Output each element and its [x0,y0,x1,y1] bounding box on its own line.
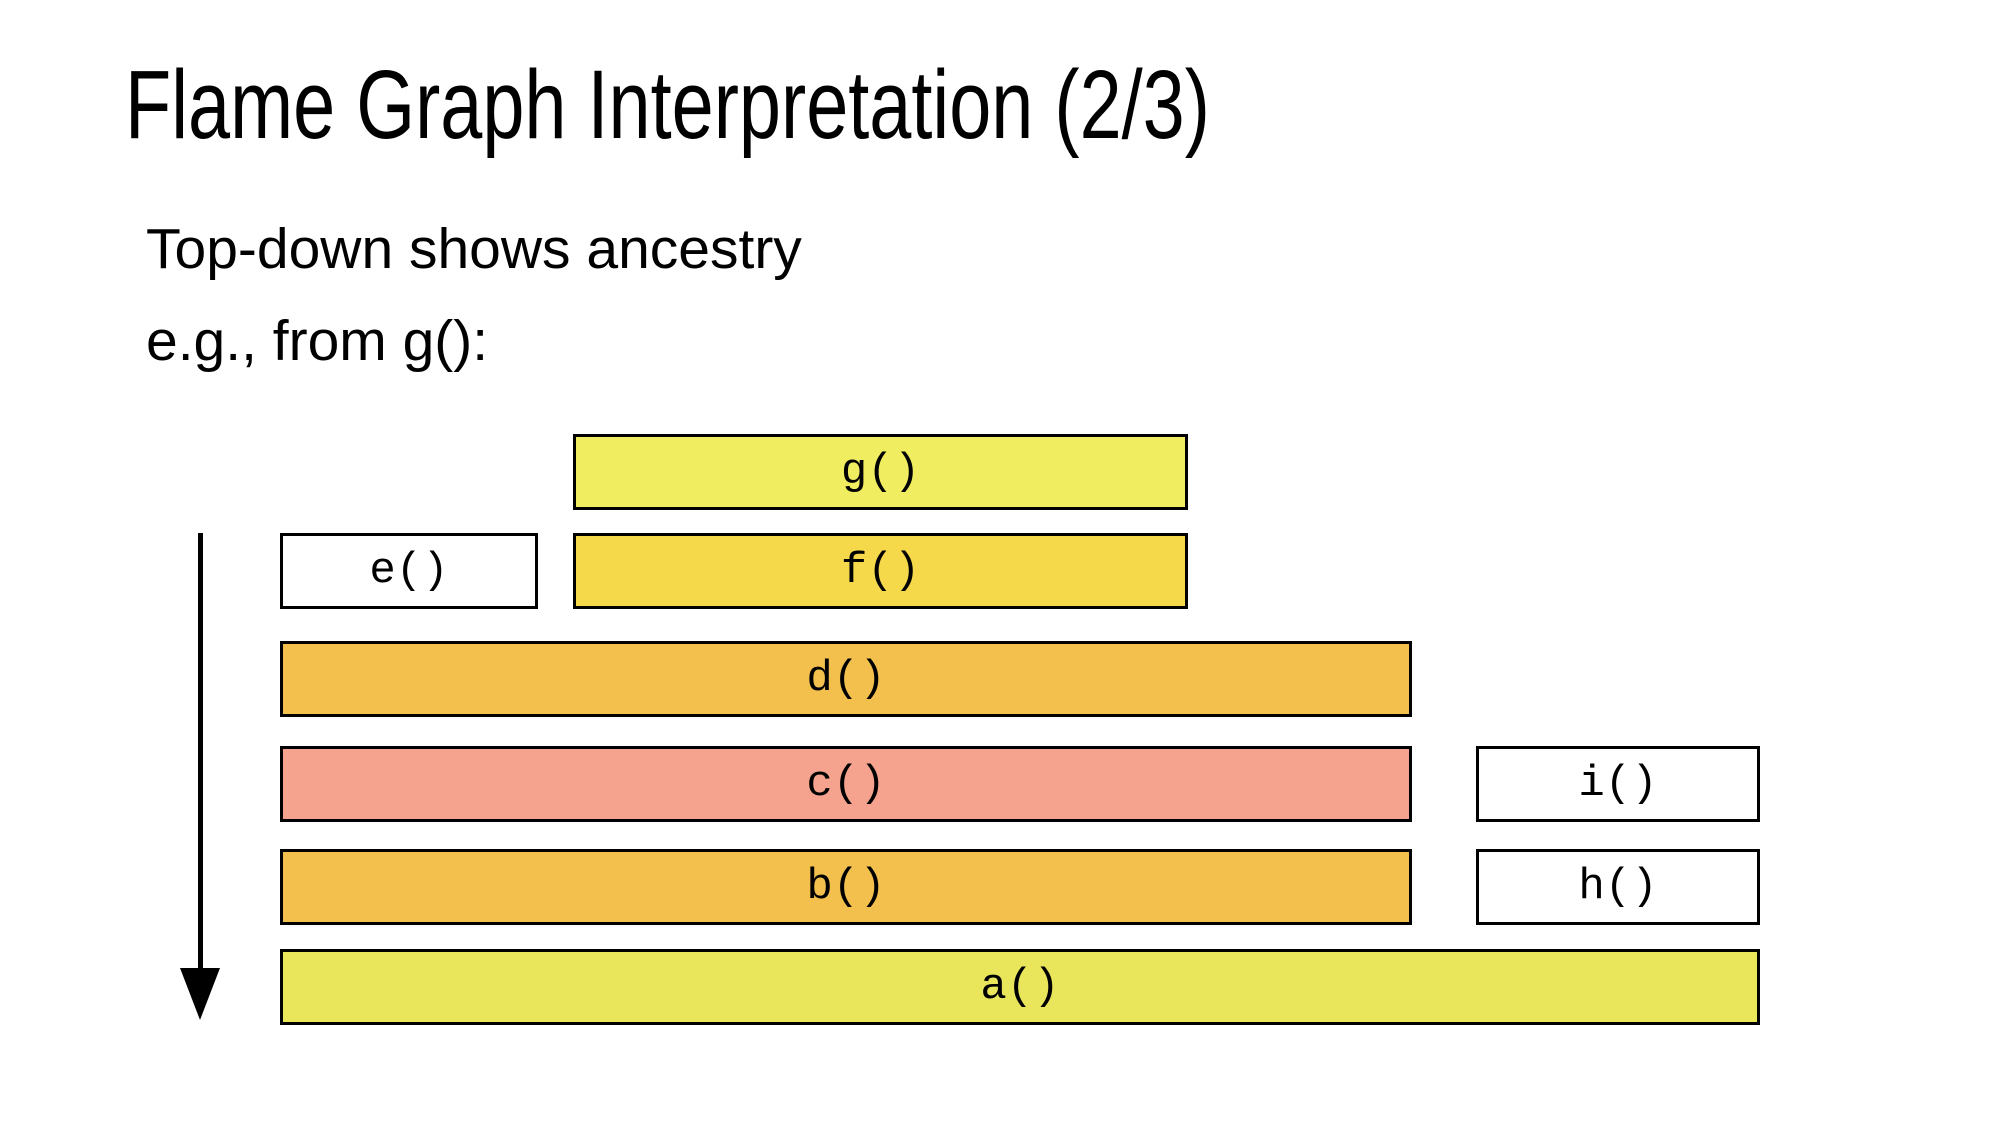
flame-frame-e: e() [280,533,538,609]
flame-frame-b: b() [280,849,1412,925]
slide-title: Flame Graph Interpretation (2/3) [125,50,1210,159]
flame-frame-a: a() [280,949,1760,1025]
arrow-head-icon [180,968,220,1020]
flame-frame-g: g() [573,434,1188,510]
arrow-shaft [197,533,203,968]
flame-frame-f: f() [573,533,1188,609]
flame-frame-d: d() [280,641,1412,717]
slide-subtitle: Top-down shows ancestry e.g., from g(): [146,203,802,387]
subtitle-line-example: e.g., from g(): [146,309,489,373]
flame-frame-i: i() [1476,746,1760,822]
subtitle-line-ancestry: Top-down shows ancestry [146,217,802,281]
flame-frame-c: c() [280,746,1412,822]
flame-frame-h: h() [1476,849,1760,925]
